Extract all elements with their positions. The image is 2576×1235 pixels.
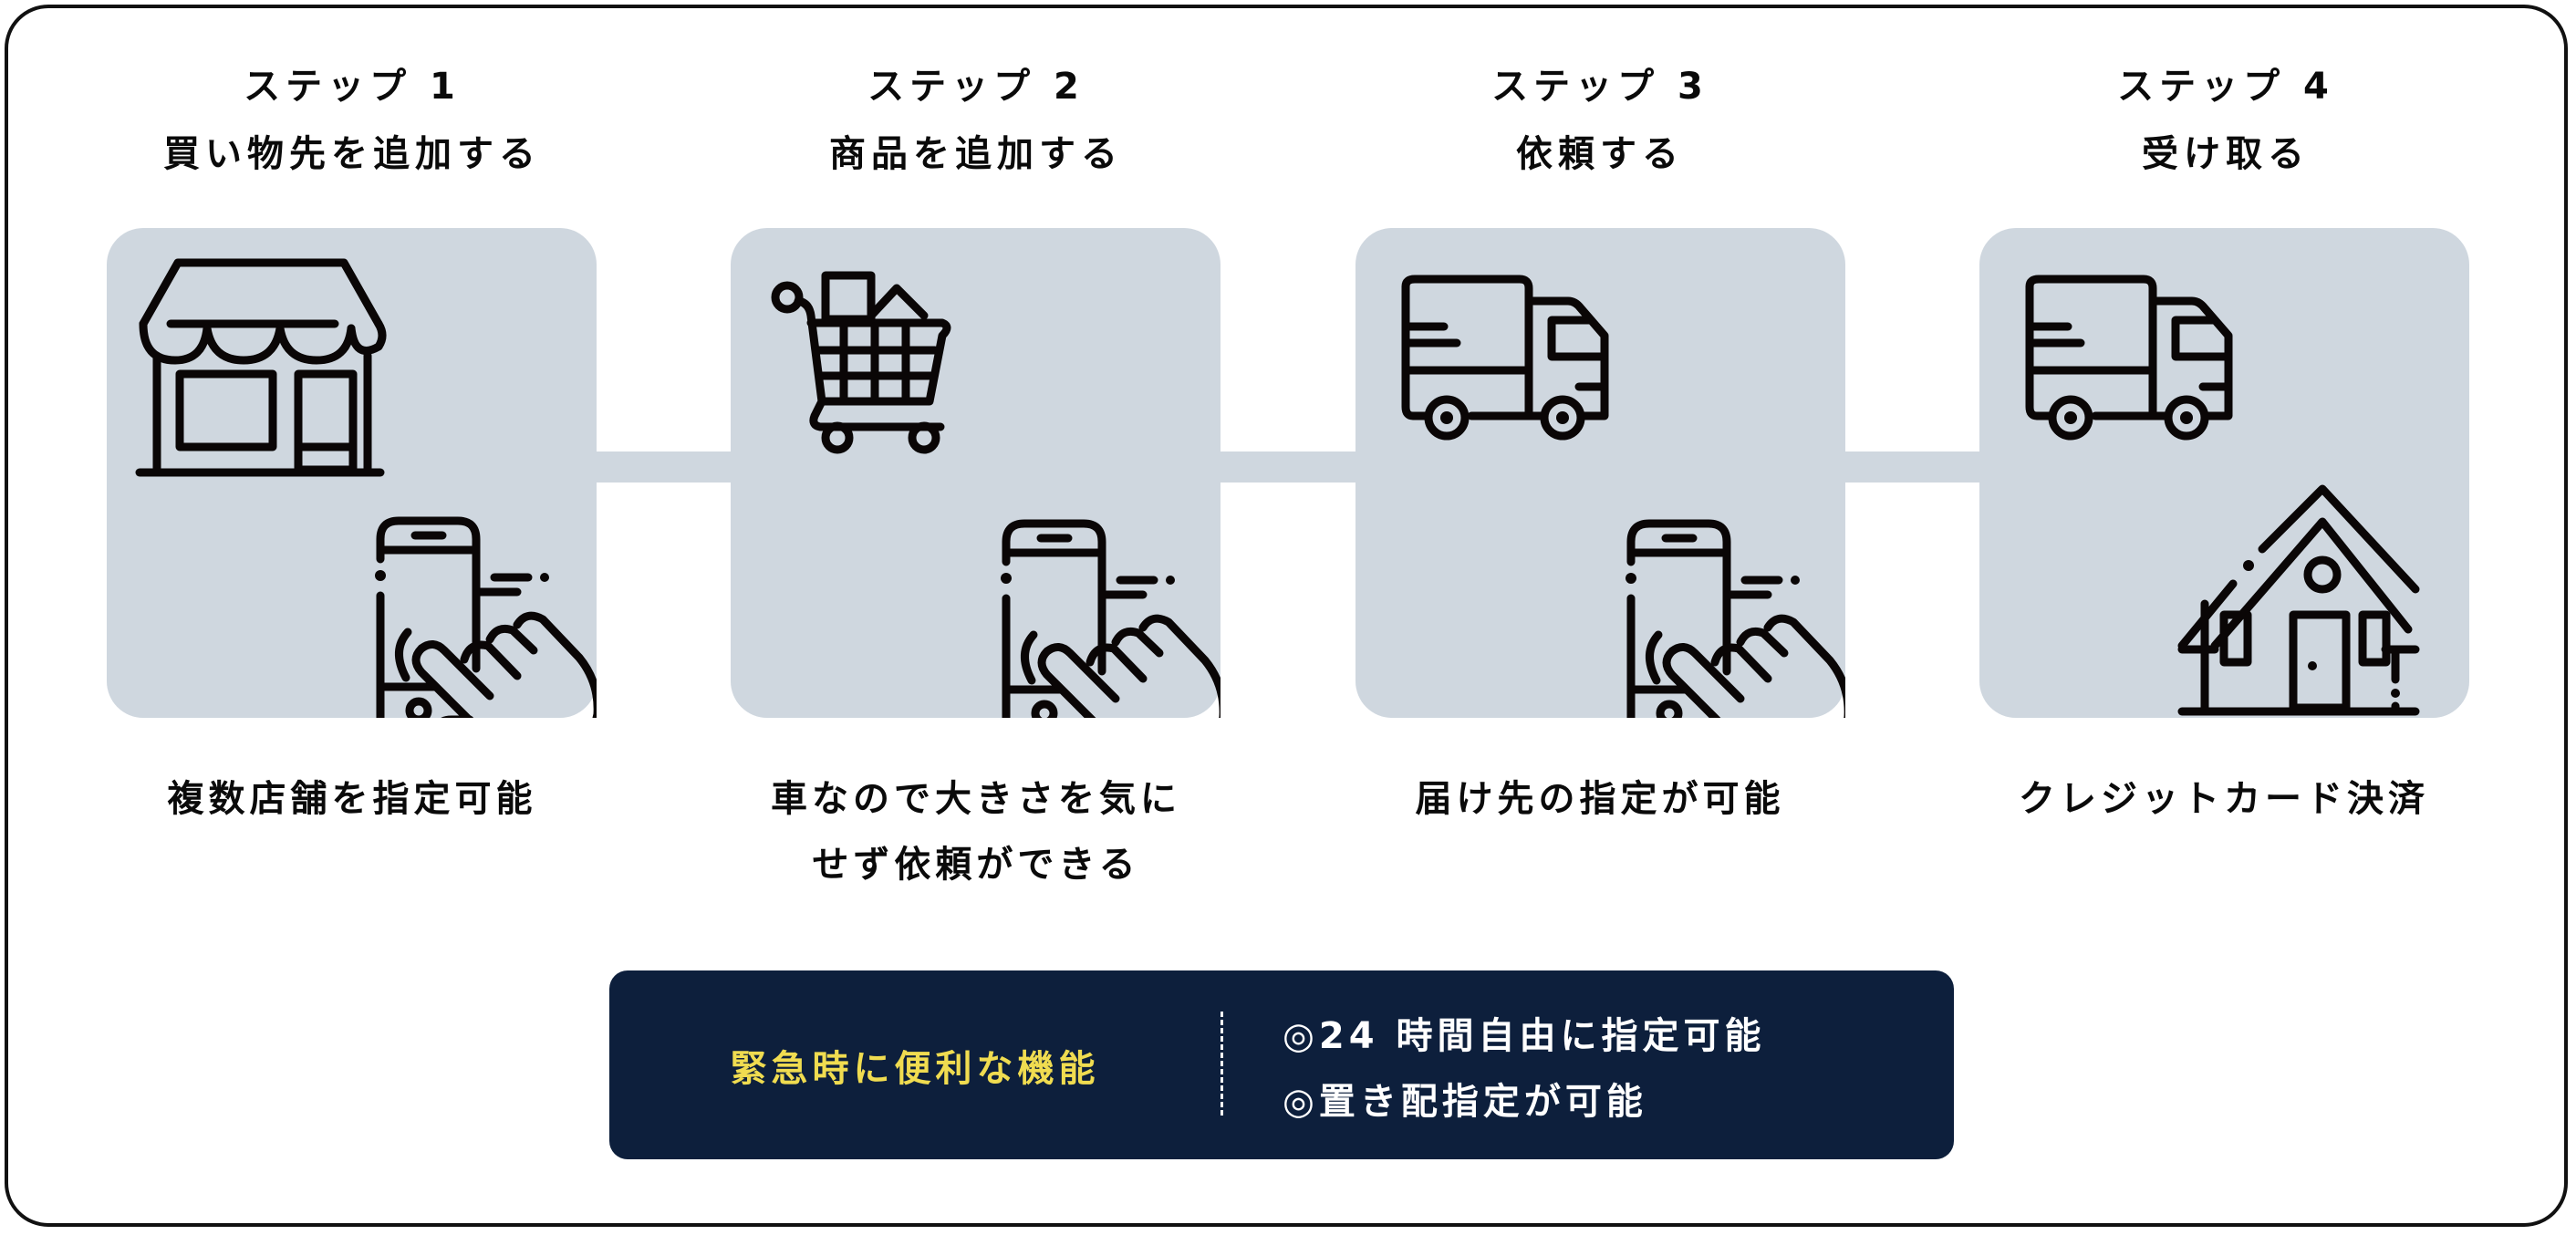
- step-1-description: 複数店舗を指定可能: [78, 766, 626, 832]
- features-list: ◎24 時間自由に指定可能 ◎置き配指定が可能: [1283, 1003, 1766, 1135]
- step-1-card: [107, 228, 597, 718]
- step-label: ステップ 4: [2117, 66, 2334, 108]
- house-icon: [2177, 484, 2420, 716]
- step-4-card: [1979, 228, 2469, 718]
- connector-1-2: [593, 451, 739, 483]
- phone-tap-icon: [1001, 524, 1220, 718]
- dashed-divider: [1220, 1012, 1223, 1116]
- description-line: せず依頼ができる: [812, 844, 1140, 886]
- step-1-heading: ステップ 1 買い物先を追加する: [97, 53, 608, 188]
- diagram-frame: [5, 5, 2568, 1227]
- step-label: ステップ 2: [867, 66, 1085, 108]
- step-2-card: [731, 228, 1220, 718]
- step-title: 依頼する: [1516, 133, 1684, 175]
- step-2-description: 車なので大きさを気に せず依頼ができる: [702, 766, 1250, 898]
- delivery-truck-icon: [2030, 279, 2228, 436]
- step-4-heading: ステップ 4 受け取る: [1970, 53, 2481, 188]
- features-panel-title: 緊急時に便利な機能: [730, 1047, 1100, 1090]
- step-3-heading: ステップ 3 依頼する: [1345, 53, 1855, 188]
- description-line: クレジットカード決済: [2019, 778, 2429, 820]
- step-3-description: 届け先の指定が可能: [1326, 766, 1874, 832]
- step-title: 買い物先を追加する: [163, 133, 541, 175]
- phone-tap-icon: [1626, 524, 1845, 718]
- delivery-truck-icon: [1406, 279, 1605, 436]
- connector-2-3: [1213, 451, 1364, 483]
- step-2-heading: ステップ 2 商品を追加する: [721, 53, 1231, 188]
- step-title: 商品を追加する: [829, 133, 1123, 175]
- step-4-description: クレジットカード決済: [1950, 766, 2498, 832]
- shopping-cart-icon: [771, 271, 951, 454]
- description-line: 届け先の指定が可能: [1415, 778, 1785, 820]
- storefront-icon: [135, 258, 387, 477]
- phone-tap-icon: [375, 521, 597, 718]
- step-3-card: [1356, 228, 1845, 718]
- description-line: 複数店舗を指定可能: [167, 778, 537, 820]
- step-label: ステップ 1: [244, 66, 461, 108]
- features-panel: 緊急時に便利な機能 ◎24 時間自由に指定可能 ◎置き配指定が可能: [609, 970, 1954, 1159]
- description-line: 車なので大きさを気に: [771, 778, 1181, 820]
- feature-item: ◎置き配指定が可能: [1283, 1081, 1647, 1123]
- step-title: 受け取る: [2142, 133, 2310, 175]
- feature-item: ◎24 時間自由に指定可能: [1283, 1015, 1766, 1057]
- connector-3-4: [1838, 451, 1989, 483]
- step-label: ステップ 3: [1491, 66, 1709, 108]
